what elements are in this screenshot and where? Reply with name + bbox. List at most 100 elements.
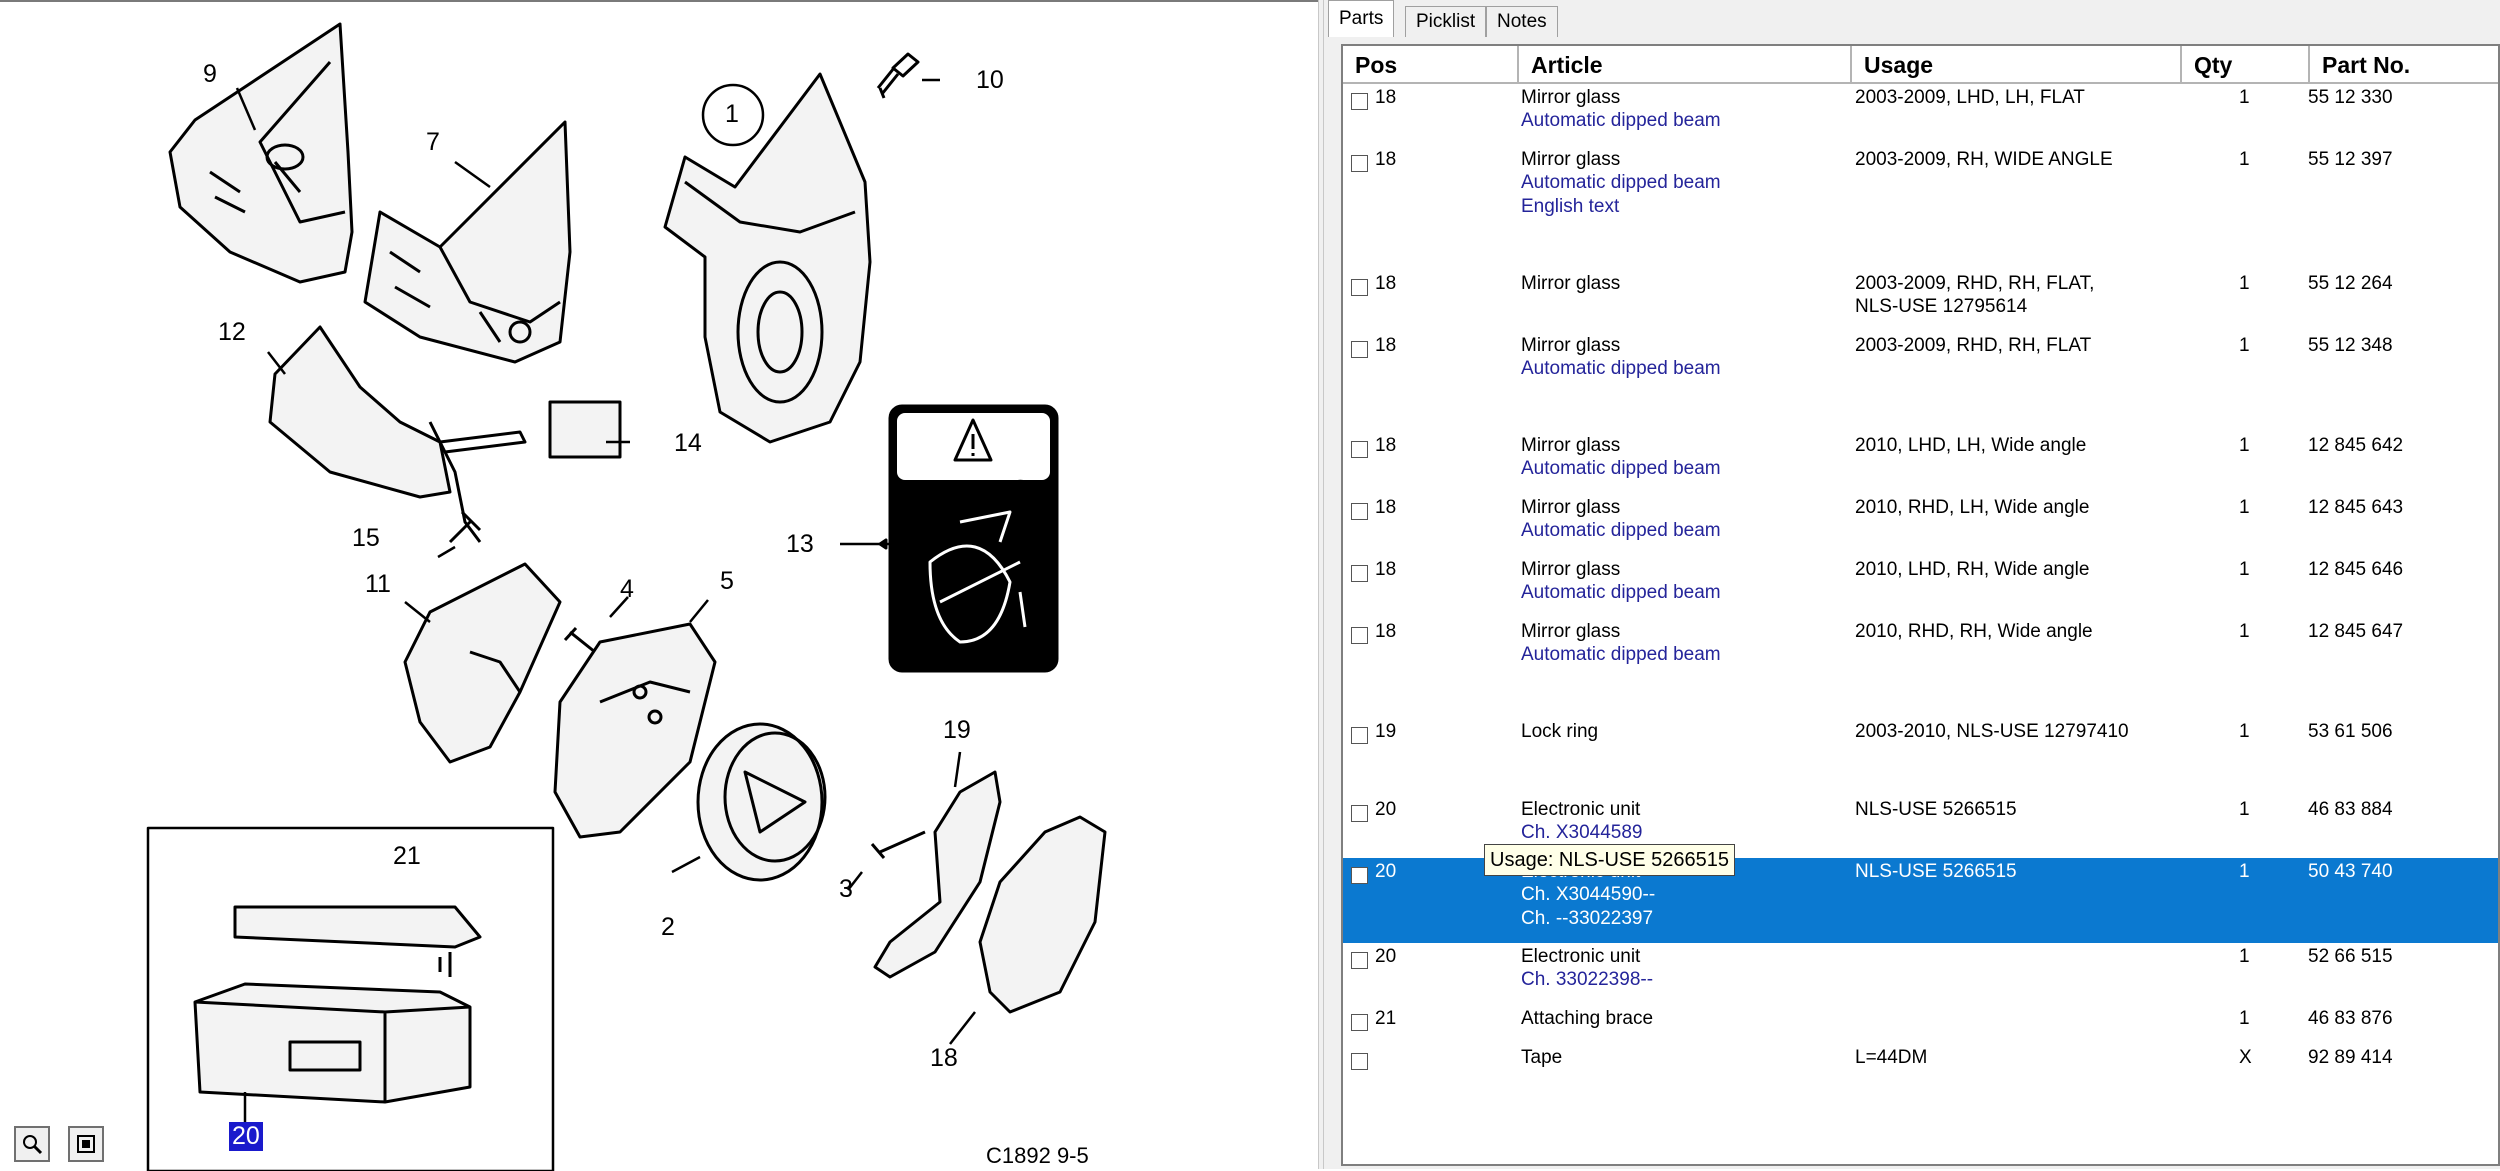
cell-part-no: 46 83 884 xyxy=(2308,799,2393,820)
cell-article-note: Ch. X3044590-- xyxy=(1521,884,1656,905)
cell-pos: 18 xyxy=(1375,559,1397,580)
callout-4[interactable]: 4 xyxy=(620,575,634,603)
cell-article: Mirror glass xyxy=(1521,149,1621,170)
cell-usage: 2010, RHD, LH, Wide angle xyxy=(1855,497,2090,518)
row-checkbox[interactable] xyxy=(1351,867,1368,884)
callout-7[interactable]: 7 xyxy=(426,128,440,156)
cell-article: Mirror glass xyxy=(1521,435,1621,456)
row-checkbox[interactable] xyxy=(1351,952,1368,969)
row-checkbox[interactable] xyxy=(1351,279,1368,296)
callout-12[interactable]: 12 xyxy=(218,318,246,346)
cell-article-note: English text xyxy=(1521,196,1620,217)
cell-article-note: Automatic dipped beam xyxy=(1521,644,1721,665)
cell-qty: 1 xyxy=(2239,799,2250,820)
callout-2[interactable]: 2 xyxy=(661,913,675,941)
cell-qty: 1 xyxy=(2239,335,2250,356)
part-18-drawing xyxy=(978,815,1107,1014)
cell-usage: L=44DM xyxy=(1855,1047,1928,1068)
callout-20[interactable]: 20 xyxy=(229,1122,263,1151)
column-header-part-no[interactable]: Part No. xyxy=(2310,46,2498,84)
cell-article: Mirror glass xyxy=(1521,621,1621,642)
cell-pos: 20 xyxy=(1375,946,1397,967)
callout-3[interactable]: 3 xyxy=(839,875,853,903)
cell-article-note: Automatic dipped beam xyxy=(1521,458,1721,479)
callout-13[interactable]: 13 xyxy=(786,530,814,558)
row-checkbox[interactable] xyxy=(1351,805,1368,822)
column-header-article[interactable]: Article xyxy=(1519,46,1852,84)
row-checkbox[interactable] xyxy=(1351,1014,1368,1031)
cell-pos: 18 xyxy=(1375,335,1397,356)
fit-page-button[interactable] xyxy=(68,1126,104,1162)
row-checkbox[interactable] xyxy=(1351,93,1368,110)
row-checkbox[interactable] xyxy=(1351,155,1368,172)
cell-usage: NLS-USE 5266515 xyxy=(1855,799,2017,820)
callout-18[interactable]: 18 xyxy=(930,1044,958,1072)
part-3-drawing xyxy=(870,830,926,859)
cell-article: Mirror glass xyxy=(1521,559,1621,580)
callout-10[interactable]: 10 xyxy=(976,66,1004,94)
tab-notes[interactable]: Notes xyxy=(1486,6,1558,37)
diagram-pane[interactable]: 9 7 1 10 12 14 15 13 11 4 5 19 3 2 18 21… xyxy=(0,0,1318,1171)
callout-15[interactable]: 15 xyxy=(352,524,380,552)
cell-usage: 2003-2009, RH, WIDE ANGLE xyxy=(1855,149,2113,170)
cell-article-note: Automatic dipped beam xyxy=(1521,520,1721,541)
cell-part-no: 12 845 642 xyxy=(2308,435,2404,456)
callout-1[interactable]: 1 xyxy=(725,100,739,128)
callout-9[interactable]: 9 xyxy=(203,60,217,88)
cell-qty: 1 xyxy=(2239,87,2250,108)
callout-19[interactable]: 19 xyxy=(943,716,971,744)
column-header-qty[interactable]: Qty xyxy=(2182,46,2310,84)
cell-article: Tape xyxy=(1521,1047,1563,1068)
tab-parts[interactable]: Parts xyxy=(1328,0,1395,37)
usage-tooltip: Usage: NLS-USE 5266515 xyxy=(1484,844,1736,876)
row-checkbox[interactable] xyxy=(1351,503,1368,520)
cell-pos: 18 xyxy=(1375,435,1397,456)
cell-article: Electronic unit xyxy=(1521,799,1641,820)
cell-pos: 20 xyxy=(1375,799,1397,820)
cell-part-no: 55 12 330 xyxy=(2308,87,2393,108)
tab-picklist[interactable]: Picklist xyxy=(1405,6,1487,37)
callout-14[interactable]: 14 xyxy=(674,429,702,457)
row-checkbox[interactable] xyxy=(1351,727,1368,744)
callout-1-circle xyxy=(701,83,765,147)
zoom-button[interactable] xyxy=(14,1126,50,1162)
column-header-usage[interactable]: Usage xyxy=(1852,46,2182,84)
cell-article-note: Ch. 33022398-- xyxy=(1521,969,1654,990)
cell-article: Lock ring xyxy=(1521,721,1599,742)
cell-article-note: Automatic dipped beam xyxy=(1521,358,1721,379)
pane-splitter[interactable] xyxy=(1318,0,1324,1169)
row-checkbox[interactable] xyxy=(1351,627,1368,644)
row-checkbox[interactable] xyxy=(1351,341,1368,358)
callout-11[interactable]: 11 xyxy=(365,570,391,598)
row-checkbox[interactable] xyxy=(1351,1053,1368,1070)
row-checkbox[interactable] xyxy=(1351,441,1368,458)
part-20-drawing xyxy=(193,982,472,1104)
cell-usage: 2010, LHD, LH, Wide angle xyxy=(1855,435,2087,456)
column-header-pos[interactable]: Pos xyxy=(1343,46,1519,84)
part-9-drawing xyxy=(168,22,354,284)
cell-pos: 18 xyxy=(1375,87,1397,108)
callout-21[interactable]: 21 xyxy=(393,842,421,870)
cell-part-no: 12 845 647 xyxy=(2308,621,2404,642)
callout-5[interactable]: 5 xyxy=(720,567,734,595)
cell-article: Mirror glass xyxy=(1521,87,1621,108)
cell-part-no: 92 89 414 xyxy=(2308,1047,2393,1068)
cell-pos: 18 xyxy=(1375,273,1397,294)
row-checkbox[interactable] xyxy=(1351,565,1368,582)
cell-qty: 1 xyxy=(2239,621,2250,642)
cell-part-no: 12 845 643 xyxy=(2308,497,2404,518)
